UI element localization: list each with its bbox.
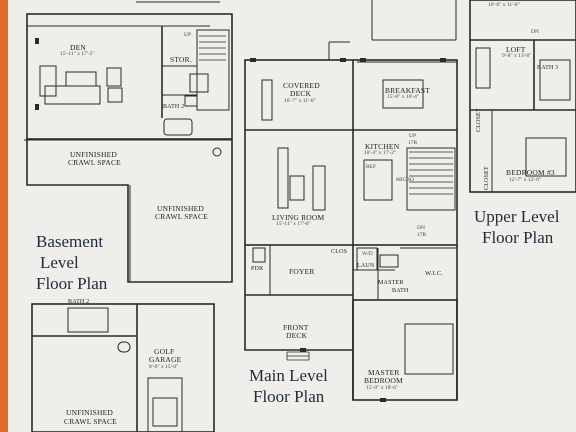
kitchen-stair-up: UP [409, 133, 417, 139]
lower-outer-wall [31, 303, 215, 432]
bath2-basement-label: BATH 2 [163, 104, 185, 110]
orange-border [0, 0, 10, 432]
crawl1-label-2: CRAWL SPACE [68, 158, 121, 167]
den-label: DEN [70, 43, 87, 52]
covered-deck-label-1: COVERED [283, 81, 320, 90]
master-bedroom-label-2: BEDROOM [364, 376, 403, 385]
crawl2-label-1: UNFINISHED [157, 204, 204, 213]
foyer-label: FOYER [289, 267, 315, 276]
ref-mark: REF [366, 164, 377, 170]
master-bath-label-2: BATH [392, 288, 409, 294]
stair-up-mark: UP [184, 32, 192, 38]
kitchen-dim: 10'-4" x 17'-2" [364, 150, 397, 156]
covered-deck-dim: 16'-7" x 11'-0" [284, 98, 316, 104]
golf-dim: 8'-0" x 15'-0" [149, 364, 179, 370]
living-room-label: LIVING ROOM [272, 213, 325, 222]
bedroom3-label: BEDROOM #3 [506, 168, 555, 177]
bedroom-top-dim: 10'-6" x 11'-8" [488, 2, 520, 8]
breakfast-label: BREAKFAST [385, 86, 431, 95]
main-outer-wall [244, 59, 458, 246]
pdr-label: PDR [251, 266, 264, 272]
crawl3-label-1: UNFINISHED [66, 408, 113, 417]
upper-outer-wall [469, 0, 576, 193]
covered-deck-label-2: DECK [290, 89, 312, 98]
golf-label-2: GARAGE [149, 355, 182, 364]
golf-label-1: GOLF [154, 347, 175, 356]
crawl1-label-1: UNFINISHED [70, 150, 117, 159]
master-bath-label-1: MASTER [378, 280, 404, 286]
laun-label: LAUN [357, 263, 375, 269]
stair-dn-mark: DN [417, 225, 425, 231]
upper-stair-dn: DN [531, 29, 539, 35]
bedroom3-dim: 12'-7" x 12'-0" [509, 177, 542, 183]
front-deck-label-1: FRONT [283, 323, 309, 332]
master-bedroom-label-1: MASTER [368, 368, 400, 377]
stair-dn-17r: 17R [417, 232, 427, 238]
crawl2-label-2: CRAWL SPACE [155, 212, 208, 221]
bath2-lower-label: BATH 2 [68, 299, 90, 305]
front-deck-label-2: DECK [286, 331, 308, 340]
upper-title-2: Floor Plan [482, 228, 554, 247]
wd-mark: W/D [362, 251, 373, 257]
crawl3-label-2: CRAWL SPACE [64, 417, 117, 426]
bath3-label: BATH 3 [537, 65, 559, 71]
basement-title-1: Basement [36, 232, 104, 251]
loft-dim: 9'-8" x 13'-8" [502, 53, 532, 59]
main-title-2: Floor Plan [253, 387, 325, 406]
stor-label: STOR. [170, 55, 192, 64]
main-title-1: Main Level [249, 366, 328, 385]
micro-mark: MICRO [396, 177, 415, 183]
basement-title-3: Floor Plan [36, 274, 108, 293]
closet1-label: CLOSET [476, 108, 482, 132]
basement-outer-wall [26, 13, 233, 140]
wic-label: W.I.C. [425, 270, 444, 277]
clos-label: CLOS [331, 249, 348, 255]
kitchen-stair-17r: 17R [408, 140, 418, 146]
den-dim: 15'-11" x 17'-2" [60, 51, 95, 57]
loft-label: LOFT [506, 45, 526, 54]
kitchen-label: KITCHEN [365, 142, 400, 151]
basement-title-2: Level [40, 253, 79, 272]
breakfast-dim: 15'-0" x 10'-4" [387, 94, 420, 100]
master-bedroom-dim: 15'-0" x 18'-6" [366, 385, 399, 391]
living-room-dim: 15'-11" x 17'-0" [276, 221, 311, 227]
closet2-label: CLOSET [484, 166, 490, 190]
upper-title-1: Upper Level [474, 207, 560, 226]
